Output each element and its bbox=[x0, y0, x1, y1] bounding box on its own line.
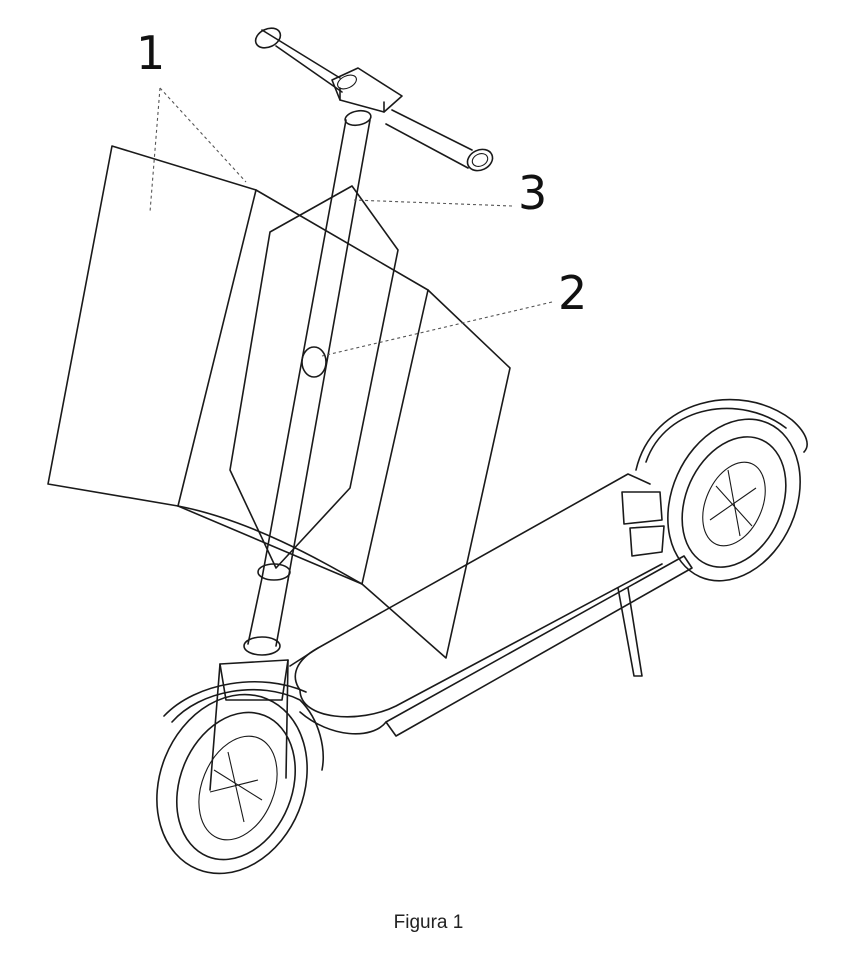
handlebar bbox=[252, 24, 496, 174]
rear-wheel bbox=[622, 398, 825, 602]
leader-lines bbox=[150, 88, 552, 356]
bag bbox=[48, 146, 510, 658]
reference-numeral-1: 1 bbox=[136, 30, 165, 76]
figure-caption: Figura 1 bbox=[0, 912, 857, 934]
front-wheel bbox=[131, 660, 333, 896]
reference-numeral-2: 2 bbox=[558, 270, 587, 316]
kickstand bbox=[618, 588, 642, 676]
reference-numeral-3: 3 bbox=[518, 170, 547, 216]
deck-frame bbox=[290, 474, 692, 736]
steering-stem bbox=[244, 120, 370, 655]
